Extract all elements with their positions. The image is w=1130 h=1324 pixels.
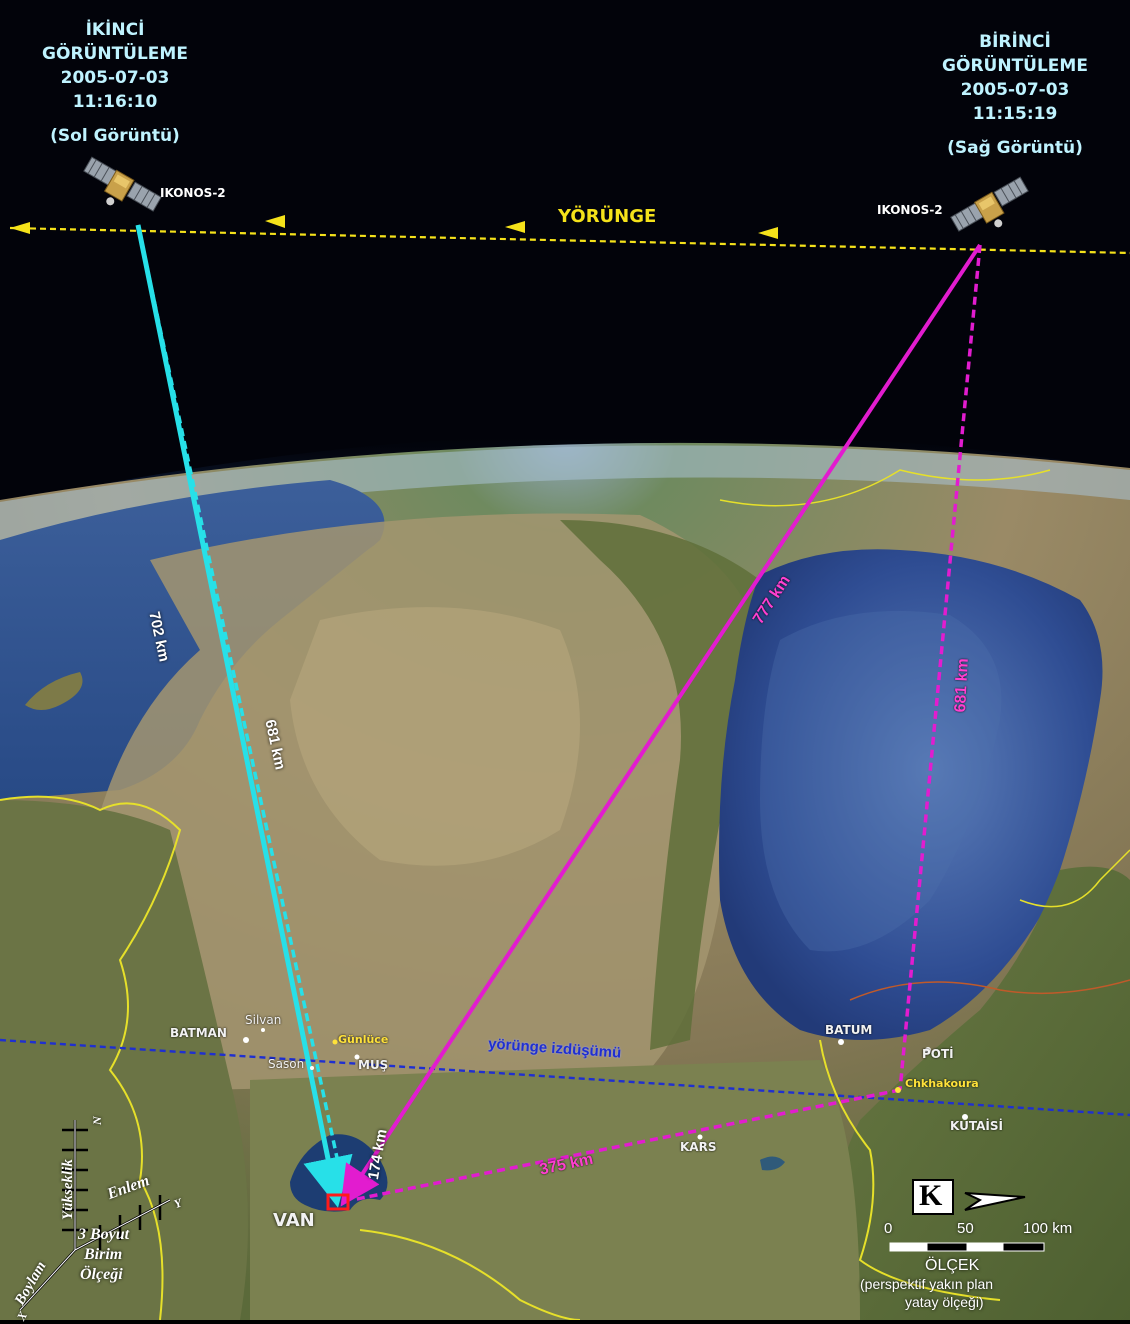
north-letter: K: [919, 1179, 943, 1212]
scale-segment: [889, 1242, 1045, 1252]
left-title-date: 2005-07-03: [60, 68, 170, 88]
right-title-time: 11:15:19: [972, 104, 1058, 124]
target-area-marker: [326, 1193, 350, 1211]
city-label-batum: BATUM: [825, 1023, 873, 1037]
scale-bar-graphic: [889, 1242, 1045, 1252]
axis-legend-line2: Birim: [84, 1246, 123, 1263]
city-label-kars: KARS: [680, 1140, 717, 1154]
left-vertical-ray: [136, 224, 348, 1201]
scale-segment: [889, 1242, 929, 1252]
ground-track-line: [0, 1038, 1130, 1117]
city-dot-batman: [243, 1037, 249, 1043]
orbit-arrow: [265, 215, 285, 228]
city-label-mus: MUŞ: [358, 1058, 389, 1072]
right-title-line1: BİRİNCİ: [979, 32, 1051, 52]
city-dot-mus: [354, 1054, 360, 1060]
border-line-ne: [849, 979, 1130, 1001]
right-ground-ray: [351, 1088, 901, 1202]
orbit-label: YÖRÜNGE: [558, 206, 657, 227]
border-line-far-east: [1019, 849, 1130, 908]
left-image-title: İKİNCİ GÖRÜNTÜLEME 2005-07-03 11:16:10 (…: [10, 18, 220, 148]
left-title-sub: (Sol Görüntü): [50, 126, 180, 146]
scale-tick-100: 100 km: [1023, 1220, 1073, 1237]
right-image-title: BİRİNCİ GÖRÜNTÜLEME 2005-07-03 11:15:19 …: [905, 30, 1125, 160]
border-line-east: [819, 1039, 1001, 1301]
city-label-sason: Sason: [268, 1057, 305, 1071]
right-title-sub: (Sağ Görüntü): [947, 138, 1083, 158]
scale-subtitle-1: (perspektif yakın plan: [860, 1276, 994, 1292]
city-dot-silvan: [261, 1028, 265, 1032]
axis-label-z: Yükseklik: [60, 1159, 76, 1220]
city-dot-batum: [838, 1039, 844, 1045]
right-vertical-distance-label: 681 km: [952, 657, 972, 713]
cyprus-island: [25, 672, 83, 710]
right-vertical-ray: [898, 244, 982, 1091]
scale-title: ÖLÇEK: [925, 1257, 980, 1274]
black-sea-texture: [760, 610, 1002, 952]
orbit-direction-arrows: [10, 215, 778, 239]
border-line-west: [0, 795, 182, 1320]
satellite-icon: [83, 156, 162, 212]
left-slant-ray: [135, 224, 353, 1208]
axis-letter-n: N: [90, 1116, 104, 1125]
left-satellite-label: IKONOS-2: [160, 186, 226, 200]
scale-tick-0: 0: [884, 1220, 893, 1237]
city-dot-sason: [310, 1066, 314, 1070]
scale-tick-50: 50: [957, 1220, 974, 1237]
orbit-arrow: [10, 222, 30, 234]
city-dot-kars: [697, 1134, 703, 1140]
border-line-south: [359, 1229, 581, 1320]
north-arrow-icon: [912, 1179, 1026, 1215]
horizon-haze: [0, 445, 1130, 540]
caucasus-land: [820, 866, 1130, 1320]
right-title-line2: GÖRÜNTÜLEME: [942, 56, 1088, 76]
right-slant-ray: [340, 243, 982, 1207]
eastern-land: [250, 1060, 860, 1320]
axis-legend-line1: 3 Boyut: [78, 1226, 130, 1243]
right-title-date: 2005-07-03: [960, 80, 1070, 100]
scale-subtitle-2: yatay ölçeği): [905, 1294, 984, 1310]
city-label-kutaisi: KUTAİSİ: [950, 1119, 1003, 1133]
orbit-line: [9, 226, 1130, 255]
right-satellite-label: IKONOS-2: [877, 203, 943, 217]
city-label-van: VAN: [273, 1210, 315, 1231]
city-dot-gunluce: [332, 1039, 338, 1045]
scale-segment: [965, 1242, 1005, 1252]
city-dot-poti: [925, 1047, 931, 1053]
scale-segment: [927, 1242, 967, 1252]
city-label-gunluce: Günlüce: [338, 1033, 389, 1046]
city-label-batman: BATMAN: [170, 1026, 227, 1040]
left-title-line2: GÖRÜNTÜLEME: [42, 44, 188, 64]
city-dot-chkhakoura: [895, 1087, 901, 1093]
city-dot-kutaisi: [962, 1114, 968, 1120]
anatolia-plateau: [290, 607, 580, 866]
city-dots: [243, 1028, 968, 1140]
axis-legend-line3: Ölçeği: [80, 1266, 123, 1283]
scale-segment: [1003, 1242, 1045, 1252]
city-label-chkhakoura: Chkhakoura: [905, 1077, 979, 1090]
border-line-north: [719, 469, 1051, 507]
orbit-arrow: [505, 221, 525, 233]
satellite-icon: [950, 176, 1029, 232]
city-label-poti: POTİ: [922, 1047, 954, 1061]
black-sea: [719, 549, 1103, 1040]
city-label-silvan: Silvan: [245, 1013, 282, 1027]
left-title-time: 11:16:10: [72, 92, 158, 112]
small-lake: [760, 1156, 785, 1171]
axis-legend-graphic-white: [19, 1120, 171, 1311]
orbit-arrow: [758, 227, 778, 239]
left-title-line1: İKİNCİ: [85, 20, 145, 40]
